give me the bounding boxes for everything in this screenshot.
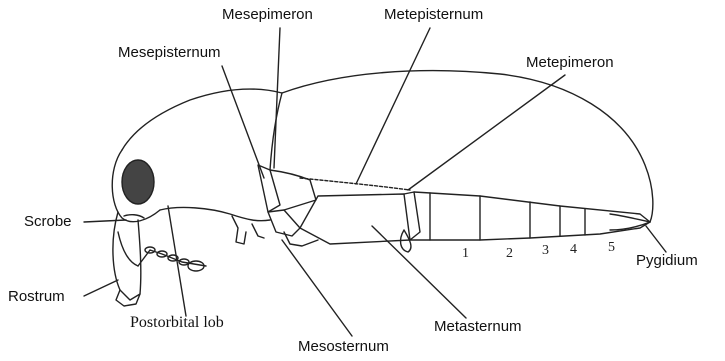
leader-metepimeron bbox=[408, 75, 565, 190]
label-mesepimeron: Mesepimeron bbox=[222, 6, 313, 24]
segment-number-5: 5 bbox=[608, 240, 615, 256]
segment-number-3: 3 bbox=[542, 243, 549, 259]
leader-mesosternum bbox=[282, 240, 352, 336]
label-rostrum: Rostrum bbox=[8, 288, 65, 306]
leader-pygidium bbox=[646, 226, 666, 252]
leader-scrobe bbox=[84, 220, 126, 222]
segment-number-4: 4 bbox=[570, 242, 577, 258]
label-metasternum: Metasternum bbox=[434, 318, 522, 336]
metasternum-plate bbox=[300, 194, 410, 244]
leader-rostrum bbox=[84, 280, 118, 296]
segment-number-2: 2 bbox=[506, 246, 513, 262]
antenna-scape bbox=[118, 232, 138, 266]
label-mesepisternum: Mesepisternum bbox=[118, 44, 221, 62]
segment-number-1: 1 bbox=[462, 246, 469, 262]
label-mesosternum: Mesosternum bbox=[298, 338, 389, 356]
label-postorbital-lob: Postorbital lob bbox=[130, 314, 224, 332]
leader-mesepisternum bbox=[222, 66, 264, 178]
leader-metepisternum bbox=[356, 28, 430, 184]
prosternum-outline bbox=[160, 207, 270, 220]
eye bbox=[122, 160, 154, 204]
mesepimeron-plate bbox=[270, 170, 316, 210]
label-metepisternum: Metepisternum bbox=[384, 6, 483, 24]
leader-mesepimeron bbox=[274, 28, 280, 168]
scrobe-groove bbox=[124, 215, 144, 218]
abdomen-ventral bbox=[414, 192, 650, 222]
metepisternum-suture bbox=[300, 178, 410, 190]
label-scrobe: Scrobe bbox=[24, 213, 72, 231]
pronotum-outline bbox=[122, 89, 282, 150]
label-metepimeron: Metepimeron bbox=[526, 54, 614, 72]
foreleg bbox=[232, 216, 246, 244]
label-pygidium: Pygidium bbox=[636, 252, 698, 270]
